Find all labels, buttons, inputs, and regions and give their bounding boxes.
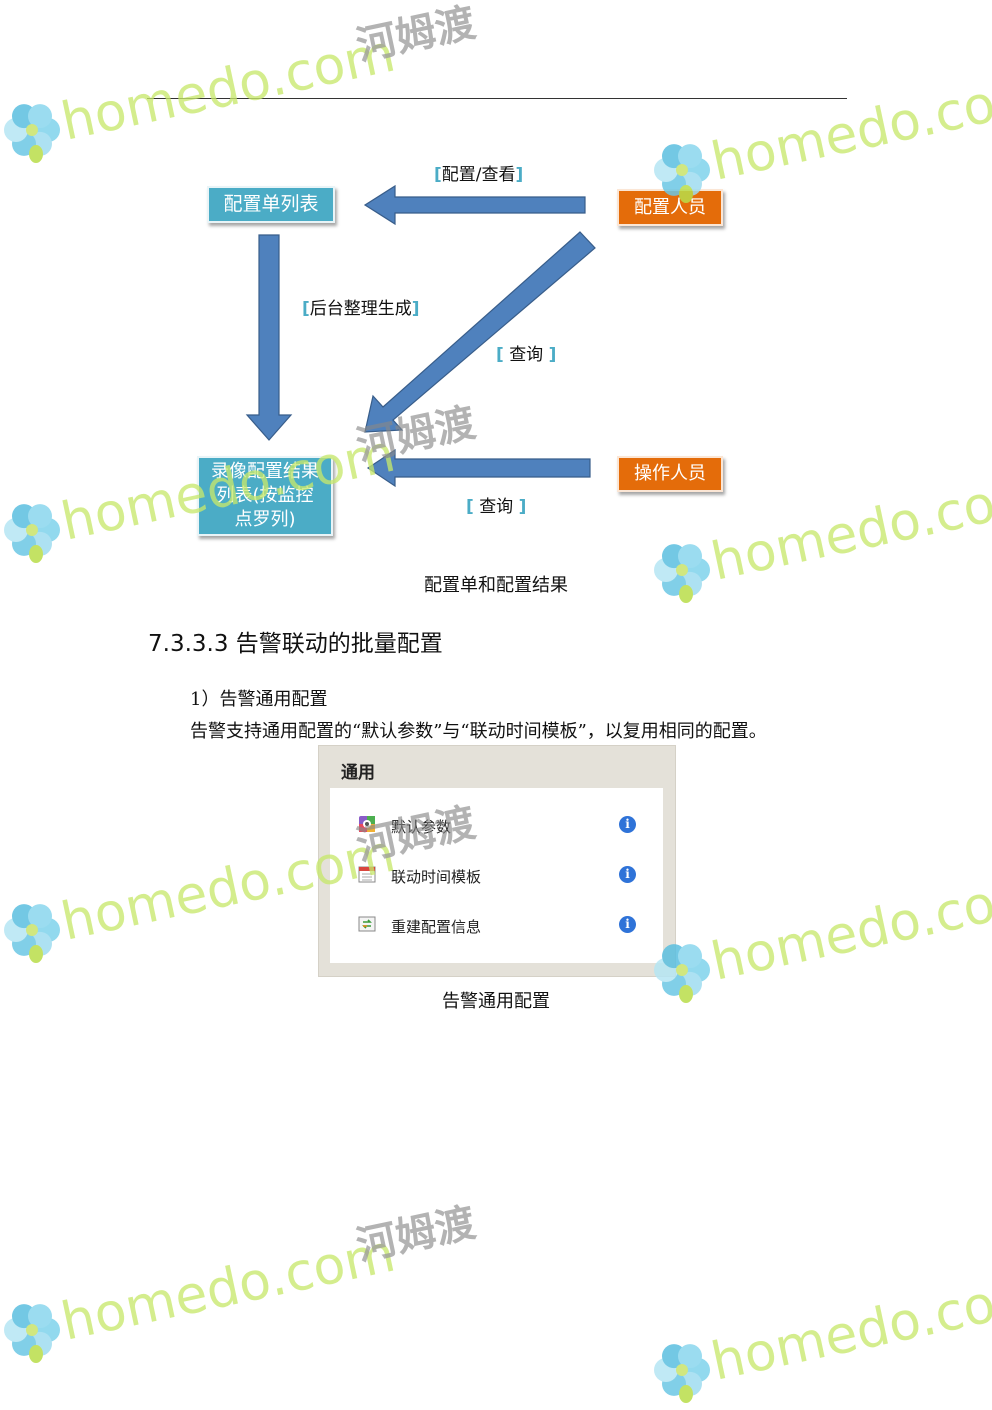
flower-logo-icon (4, 904, 60, 963)
watermark-latin-text: homedo.com (706, 1264, 992, 1393)
row-label: 联动时间模板 (391, 868, 482, 886)
flower-logo-icon (4, 1304, 60, 1363)
info-icon[interactable]: i (619, 866, 636, 883)
watermark-latin-text: homedo.com (56, 1224, 400, 1353)
arrow-operator-to-result (366, 448, 591, 488)
homedo-watermark: homedo.com (654, 1264, 992, 1403)
watermark-chinese-text: 河姆渡 (353, 1200, 480, 1270)
row-label: 重建配置信息 (391, 918, 482, 936)
rebuild-icon (358, 916, 376, 932)
panel-title: 通用 (341, 763, 375, 783)
header-rule (147, 98, 847, 99)
arrow-person-to-result (364, 231, 596, 433)
info-icon[interactable]: i (619, 916, 636, 933)
default-params-icon (359, 816, 375, 832)
body-paragraph: 告警支持通用配置的“默认参数”与“联动时间模板”，以复用相同的配置。 (190, 721, 767, 742)
panel-caption: 告警通用配置 (442, 991, 550, 1012)
diagram-arrows (245, 184, 596, 488)
general-settings-panel: 通用 默认参数 i 联动时间模板 i (318, 745, 676, 977)
label-config-view: [配置/查看] (434, 165, 524, 185)
label-backend-generate: [后台整理生成] (302, 299, 420, 319)
operator-box: 操作人员 (617, 456, 723, 492)
diagram-caption: 配置单和配置结果 (424, 575, 568, 596)
calendar-icon (358, 866, 376, 883)
label-query-operator: [ 查询 ] (466, 497, 527, 517)
homedo-watermark: homedo.com (654, 864, 992, 1003)
config-person-box: 配置人员 (617, 189, 723, 226)
result-list-box: 录像配置结果 列表(按监控 点罗列) (197, 456, 333, 536)
flower-logo-icon (654, 1344, 710, 1403)
section-heading: 7.3.3.3 告警联动的批量配置 (148, 631, 443, 657)
list-item-1: 1）告警通用配置 (190, 689, 328, 710)
row-linkage-time-template[interactable]: 联动时间模板 i (330, 860, 663, 890)
row-label: 默认参数 (391, 818, 452, 836)
watermark-latin-text: homedo.com (706, 864, 992, 993)
info-icon[interactable]: i (619, 816, 636, 833)
arrow-list-to-result (245, 234, 293, 441)
config-list-box: 配置单列表 (207, 186, 335, 223)
arrow-config-to-list (363, 184, 586, 226)
panel-content: 默认参数 i 联动时间模板 i 重建配置信息 i (330, 788, 663, 963)
row-default-params[interactable]: 默认参数 i (330, 810, 663, 840)
label-query-diagonal: [ 查询 ] (496, 345, 557, 365)
row-rebuild-config[interactable]: 重建配置信息 i (330, 910, 663, 940)
